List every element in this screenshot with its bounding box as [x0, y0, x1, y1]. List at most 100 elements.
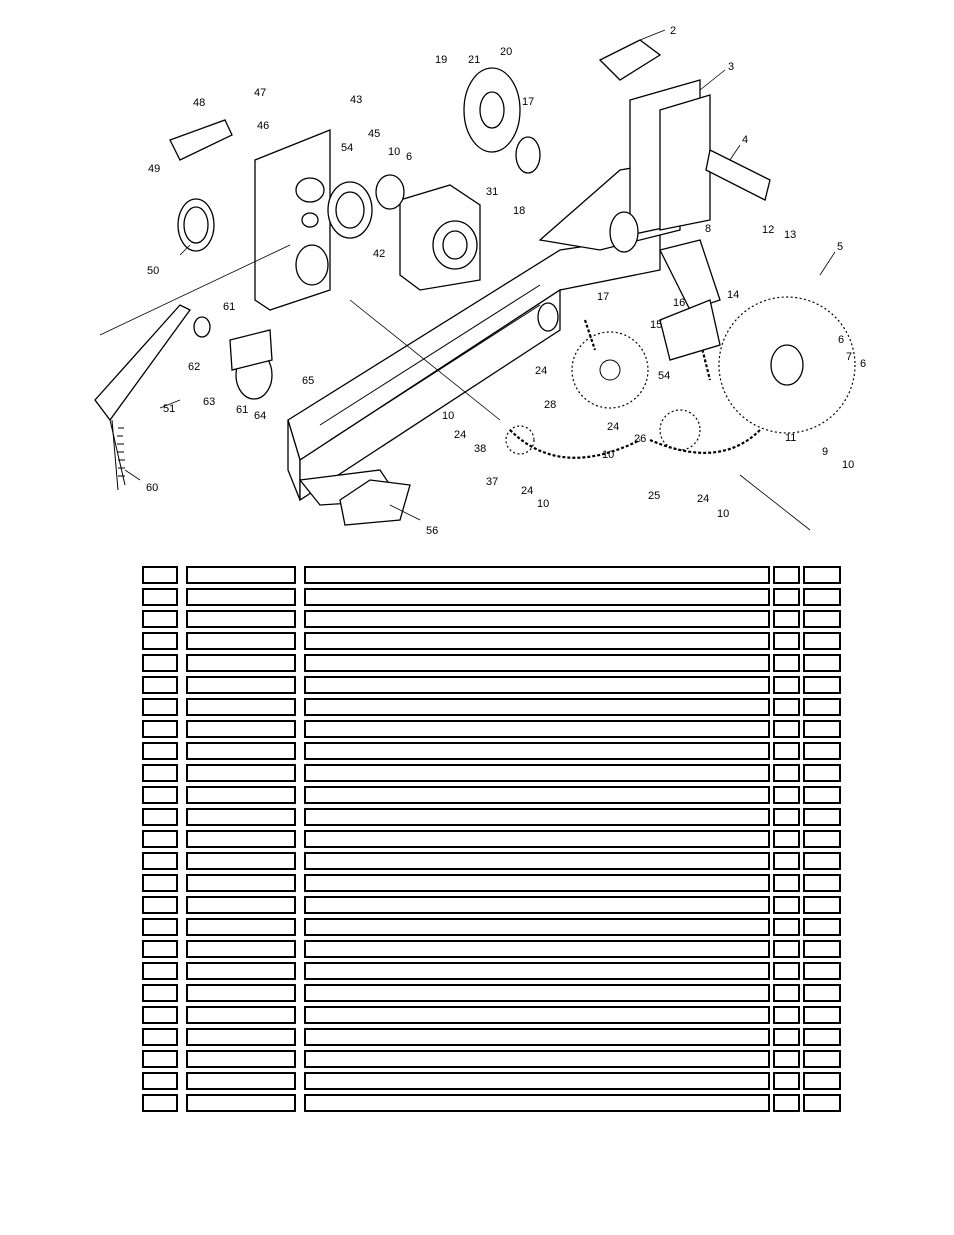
table-cell [803, 1050, 841, 1068]
table-cell [142, 830, 178, 848]
table-row [142, 918, 841, 936]
table-cell [142, 852, 178, 870]
table-cell [186, 720, 296, 738]
table-cell [186, 742, 296, 760]
table-cell [803, 962, 841, 980]
table-cell [186, 940, 296, 958]
table-cell [803, 566, 841, 584]
table-row [142, 984, 841, 1002]
table-cell [142, 984, 178, 1002]
table-cell [803, 874, 841, 892]
table-cell [186, 874, 296, 892]
table-row [142, 1094, 841, 1112]
table-cell [186, 786, 296, 804]
table-cell [142, 896, 178, 914]
table-cell [142, 874, 178, 892]
table-cell [773, 632, 800, 650]
table-row [142, 786, 841, 804]
callout: 6 [838, 334, 844, 346]
table-cell [773, 1006, 800, 1024]
table-cell [186, 1028, 296, 1046]
callout: 10 [602, 449, 614, 461]
table-cell [142, 742, 178, 760]
table-cell [304, 588, 770, 606]
table-row [142, 1028, 841, 1046]
callout: 37 [486, 476, 498, 488]
callout: 7 [846, 351, 852, 363]
table-cell [304, 852, 770, 870]
callout: 24 [535, 365, 547, 377]
table-cell [773, 984, 800, 1002]
callout: 14 [727, 289, 739, 301]
table-cell [304, 984, 770, 1002]
table-cell [142, 786, 178, 804]
table-row [142, 896, 841, 914]
table-cell [803, 808, 841, 826]
callout: 19 [435, 54, 447, 66]
table-cell [803, 896, 841, 914]
callout: 8 [705, 223, 711, 235]
sprockets [505, 296, 856, 455]
table-cell [304, 896, 770, 914]
callout: 9 [822, 446, 828, 458]
table-cell [186, 830, 296, 848]
table-cell [773, 808, 800, 826]
table-cell [773, 566, 800, 584]
callout: 45 [368, 128, 380, 140]
table-cell [773, 764, 800, 782]
table-cell [773, 676, 800, 694]
table-row [142, 1050, 841, 1068]
callout: 15 [650, 319, 662, 331]
table-cell [304, 786, 770, 804]
shafts [229, 39, 771, 371]
callout: 31 [486, 186, 498, 198]
table-cell [304, 1050, 770, 1068]
table-cell [773, 962, 800, 980]
table-row [142, 764, 841, 782]
table-cell [186, 588, 296, 606]
table-cell [803, 654, 841, 672]
table-cell [304, 808, 770, 826]
table-row [142, 852, 841, 870]
callout: 47 [254, 87, 266, 99]
table-cell [304, 676, 770, 694]
table-cell [186, 654, 296, 672]
table-cell [186, 1094, 296, 1112]
callout: 25 [648, 490, 660, 502]
table-row [142, 676, 841, 694]
table-row [142, 588, 841, 606]
leader-lines [99, 29, 836, 531]
table-cell [773, 610, 800, 628]
callout: 10 [442, 410, 454, 422]
callout: 18 [513, 205, 525, 217]
pulleys [177, 67, 639, 400]
table-cell [773, 720, 800, 738]
table-cell [304, 654, 770, 672]
table-cell [803, 742, 841, 760]
table-cell [803, 1028, 841, 1046]
callout: 26 [634, 433, 646, 445]
table-cell [304, 698, 770, 716]
callout: 10 [717, 508, 729, 520]
table-cell [803, 786, 841, 804]
callout: 62 [188, 361, 200, 373]
table-cell [773, 1050, 800, 1068]
table-cell [304, 830, 770, 848]
table-cell [803, 830, 841, 848]
callout: 24 [454, 429, 466, 441]
callout: 50 [147, 265, 159, 277]
table-cell [803, 852, 841, 870]
table-cell [142, 566, 178, 584]
table-cell [186, 918, 296, 936]
callout: 43 [350, 94, 362, 106]
callout: 17 [522, 96, 534, 108]
table-cell [773, 830, 800, 848]
callout: 65 [302, 375, 314, 387]
table-cell [773, 918, 800, 936]
callout: 24 [607, 421, 619, 433]
table-cell [773, 852, 800, 870]
callout: 11 [785, 432, 796, 444]
table-cell [186, 984, 296, 1002]
table-cell [186, 962, 296, 980]
table-cell [773, 698, 800, 716]
